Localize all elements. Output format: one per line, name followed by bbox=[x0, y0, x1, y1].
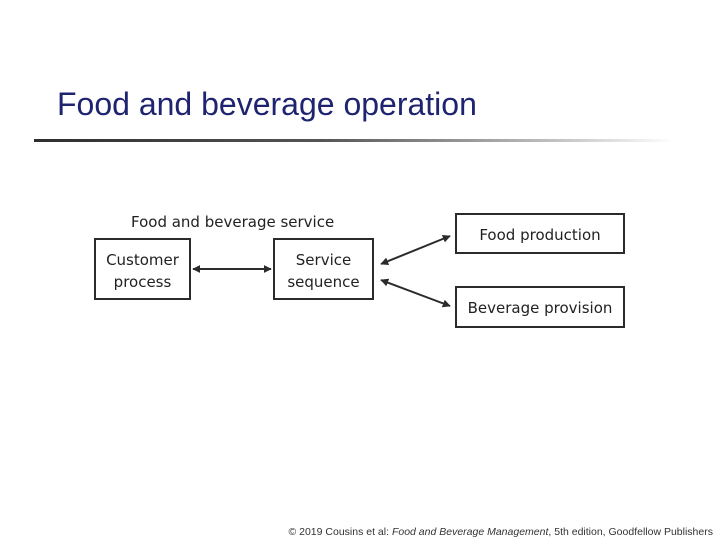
node-service-sequence: Service sequence bbox=[273, 238, 374, 300]
edge-service-to-beverage-provision bbox=[380, 278, 451, 308]
footer-book-title: Food and Beverage Management bbox=[391, 526, 549, 538]
node-label-line: process bbox=[114, 273, 172, 291]
node-customer-process: Customer process bbox=[94, 238, 191, 300]
node-label: Beverage provision bbox=[468, 299, 613, 317]
footer-suffix: , 5th edition, Goodfellow Publishers bbox=[548, 526, 713, 538]
edge-service-to-food-production bbox=[380, 235, 451, 265]
node-label-line: sequence bbox=[287, 273, 359, 291]
group-label-food-and-beverage-service: Food and beverage service bbox=[131, 213, 334, 231]
node-beverage-provision: Beverage provision bbox=[455, 286, 625, 328]
node-label: Food production bbox=[479, 226, 600, 244]
node-label-line: Customer bbox=[106, 251, 180, 269]
node-label-line: Service bbox=[296, 251, 351, 269]
footer-prefix: © 2019 Cousins et al: bbox=[288, 526, 392, 538]
page-title: Food and beverage operation bbox=[57, 86, 477, 122]
node-food-production: Food production bbox=[455, 213, 625, 254]
title-divider bbox=[34, 139, 674, 142]
copyright-footer: © 2019 Cousins et al: Food and Beverage … bbox=[0, 526, 713, 538]
